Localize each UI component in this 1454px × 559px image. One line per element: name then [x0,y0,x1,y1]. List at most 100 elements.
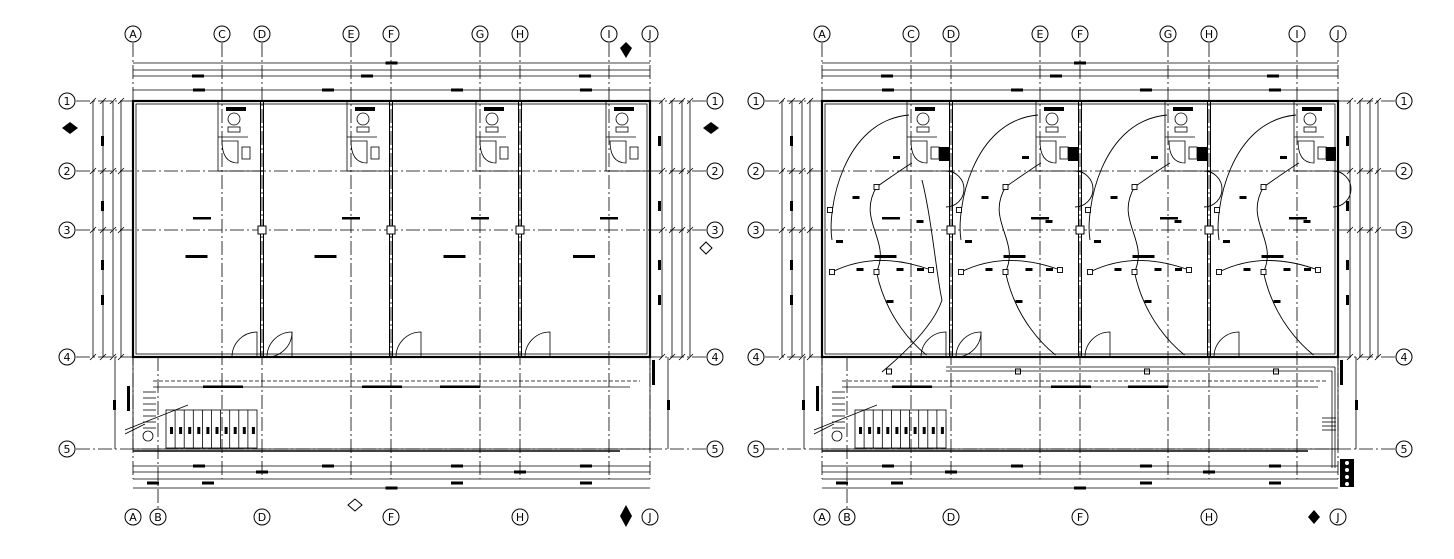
elevation-mark-icon [703,122,719,134]
svg-text:G: G [1164,28,1173,41]
counter [1173,107,1193,111]
grid-bubble-top-d: D [253,25,271,43]
svg-text:D: D [258,28,266,41]
grid-bubble-top-e: E [1031,25,1049,43]
washbasin [1039,140,1057,164]
grid-bubble-top-j: J [641,25,659,43]
porch-light [1144,368,1150,375]
elevation-mark-icon [699,241,713,255]
grid-bubble-left-5: 5 [747,440,765,458]
wiring-unit-4 [1214,114,1352,375]
svg-text:C: C [907,28,915,41]
column [257,225,267,235]
shower [1188,146,1198,160]
light-fixture [873,184,880,190]
grid-bubble-right-3: 3 [706,221,724,239]
svg-text:1: 1 [64,95,71,108]
washbasin [910,140,928,164]
grid-bubble-top-a: A [813,25,831,43]
washbasin [1168,140,1186,164]
counter [226,107,246,111]
grid-bubble-right-5: 5 [1395,440,1413,458]
grid-bubble-bottom-j: J [641,508,659,526]
svg-text:1: 1 [1401,95,1408,108]
grid-bubble-top-f: F [1071,25,1089,43]
svg-text:D: D [258,511,266,524]
grid-bubble-left-1: 1 [747,92,765,110]
svg-text:2: 2 [1401,165,1408,178]
svg-text:5: 5 [1401,443,1408,456]
light-fixture [956,207,962,213]
distribution-board [1340,459,1354,487]
elevation-mark-icon [347,498,363,512]
column [1075,225,1085,235]
counter [1044,107,1064,111]
svg-text:H: H [516,28,524,41]
svg-text:H: H [516,511,524,524]
light-fixture [1131,269,1138,275]
svg-text:B: B [154,511,162,524]
grid-bubble-bottom-d: D [253,508,271,526]
light-fixture [1214,207,1220,213]
light-fixture [958,269,964,275]
svg-text:J: J [647,28,651,41]
panel-box [1326,147,1336,161]
unit-4 [524,101,650,358]
washbasin [350,140,368,164]
shower [629,146,639,160]
wiring-unit-3 [1085,114,1223,375]
door [395,331,422,358]
toilet [1045,112,1059,126]
porch [821,356,1339,450]
unit-2 [266,101,391,358]
door [1213,331,1240,358]
svg-text:H: H [1205,28,1213,41]
svg-text:3: 3 [64,224,71,237]
svg-text:4: 4 [1401,351,1408,364]
svg-text:5: 5 [712,443,719,456]
grid-bubble-top-h: H [511,25,529,43]
grid-bubble-top-i: I [600,25,618,43]
grid-bubble-bottom-b: B [149,508,167,526]
svg-text:C: C [218,28,226,41]
grid-bubble-top-a: A [124,25,142,43]
light-fixture [928,267,934,273]
grid-bubble-right-1: 1 [706,92,724,110]
section-mark-icon [620,42,632,58]
panel-box [1197,147,1207,161]
light-fixture [1131,184,1138,190]
door [266,331,293,358]
counter [614,107,634,111]
grid-bubble-bottom-j: J [1329,508,1347,526]
svg-text:3: 3 [753,224,760,237]
light-fixture [1315,267,1321,273]
feeder-lines [881,179,1354,487]
grid-bubble-bottom-b: B [838,508,856,526]
column [515,225,525,235]
unit-1 [827,101,982,375]
grid-bubble-bottom-a: A [813,508,831,526]
unit-3 [395,101,520,358]
svg-text:D: D [947,511,955,524]
grid-bubble-right-2: 2 [1395,162,1413,180]
column [386,225,396,235]
grid-bubble-right-5: 5 [706,440,724,458]
light-fixture [1260,269,1267,275]
door [1084,331,1111,358]
toilet [485,112,499,126]
shower [499,146,509,160]
grid-bubble-left-4: 4 [58,348,76,366]
shower [370,146,380,160]
light-fixture [829,269,835,275]
svg-text:E: E [1037,28,1044,41]
svg-text:G: G [476,28,485,41]
svg-text:H: H [1205,511,1213,524]
toilet [916,112,930,126]
toilet [615,112,629,126]
toilet [227,112,241,126]
light-fixture [1260,184,1267,190]
svg-text:J: J [647,511,651,524]
grid-bubble-top-g: G [1159,25,1177,43]
